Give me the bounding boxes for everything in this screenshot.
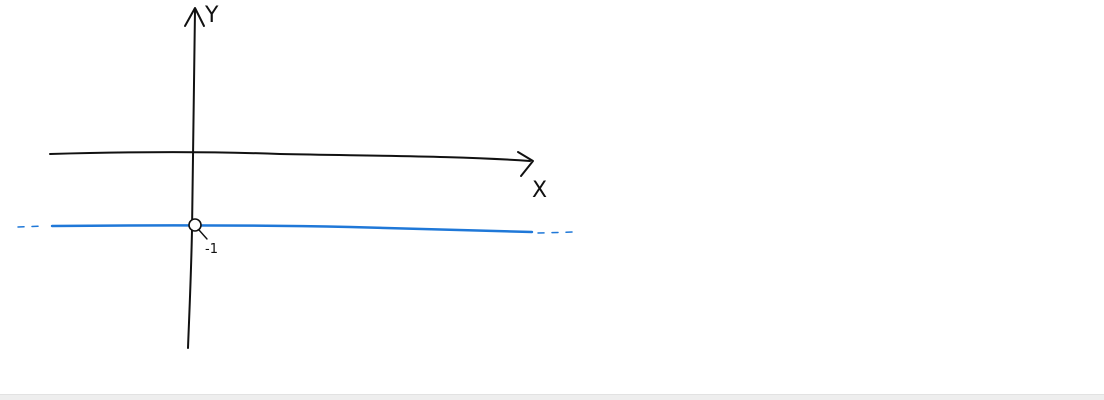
point-label-leader xyxy=(198,229,208,240)
graph-line xyxy=(50,224,534,234)
graph-line-dashed-left xyxy=(17,225,45,228)
y-axis-line xyxy=(187,9,196,349)
point-label: -1 xyxy=(205,242,218,257)
graph-line-dashed-right xyxy=(537,231,575,234)
open-circle-point xyxy=(188,218,202,232)
x-axis-arrowhead xyxy=(517,151,534,177)
x-axis-label: X xyxy=(532,178,547,203)
y-axis-arrowhead xyxy=(184,7,205,27)
x-axis-line xyxy=(49,151,531,162)
bottom-strip xyxy=(0,394,1104,400)
y-axis-label: Y xyxy=(204,3,219,28)
